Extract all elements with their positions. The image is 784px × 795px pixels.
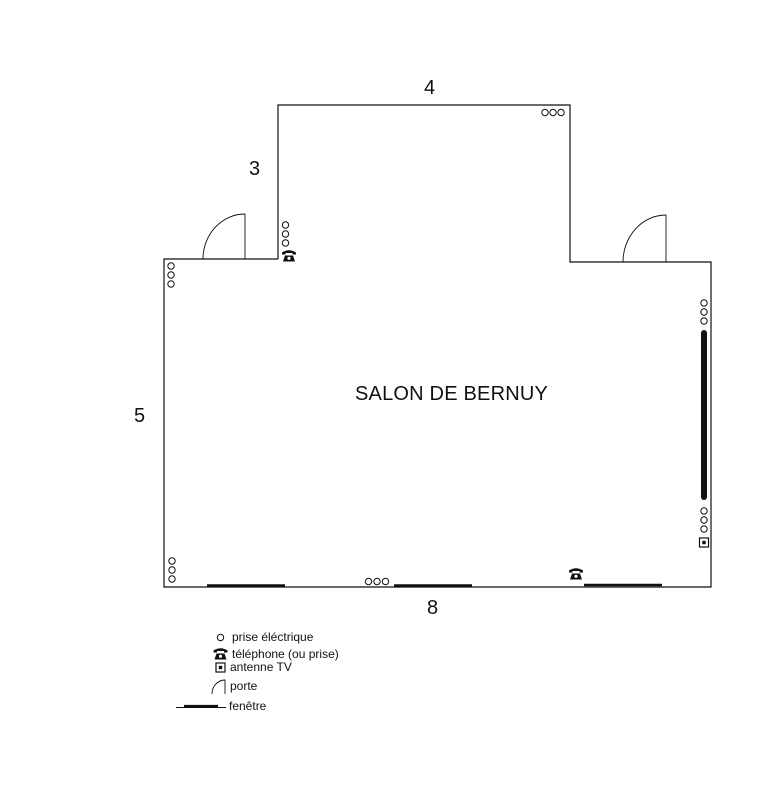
room-outline [163, 104, 712, 588]
outlet-icon [281, 230, 290, 238]
legend-outlet-icon [216, 633, 225, 642]
outlet-icon [168, 557, 176, 565]
outlet-icon [167, 262, 175, 270]
outlet-group-right-bottom [700, 507, 708, 533]
outlet-icon [168, 566, 176, 574]
room-name: SALON DE BERNUY [355, 383, 549, 405]
dimension-bottom: 8 [427, 597, 439, 619]
outlet-group-step [281, 221, 290, 247]
outlet-icon [167, 271, 175, 279]
legend-door-label: porte [230, 679, 258, 693]
legend-telephone-label: téléphone (ou prise) [232, 647, 339, 661]
outlet-group-top [541, 108, 565, 117]
outlet-group-bottom-left [168, 557, 176, 583]
outlet-icon [167, 280, 175, 288]
outlet-icon [373, 577, 381, 586]
dimension-left: 5 [134, 405, 146, 427]
legend-telephone-icon [213, 648, 228, 660]
legend-window-label: fenêtre [229, 699, 267, 713]
outlet-icon [700, 308, 708, 316]
outlet-icon [700, 525, 708, 533]
tv-antenna-icon [698, 537, 710, 548]
door-right [622, 214, 667, 263]
dimension-top: 4 [424, 77, 436, 99]
outlet-icon [700, 299, 708, 307]
legend-door-icon [211, 679, 226, 695]
outlet-icon [168, 575, 176, 583]
door-left [202, 213, 246, 260]
legend-tv-antenna-icon [215, 662, 226, 673]
telephone-icon [569, 568, 583, 580]
outlet-group-right-top [700, 299, 708, 325]
outlet-icon [281, 239, 290, 247]
dimension-step: 3 [249, 158, 261, 180]
outlet-group-top-left [167, 262, 175, 288]
outlet-icon [281, 221, 290, 229]
outlet-icon [700, 516, 708, 524]
outlet-icon [700, 507, 708, 515]
outlet-icon [364, 577, 373, 586]
outlet-icon [700, 317, 708, 325]
outlet-icon [541, 108, 549, 117]
outlet-icon [549, 108, 557, 117]
outlet-icon [557, 108, 565, 117]
legend-window-icon [176, 704, 226, 708]
outlet-group-bottom [364, 577, 390, 586]
outlet-icon [381, 577, 390, 586]
telephone-icon [282, 250, 296, 262]
legend-tv-antenna-label: antenne TV [230, 660, 292, 674]
legend-outlet-label: prise éléctrique [232, 630, 314, 644]
